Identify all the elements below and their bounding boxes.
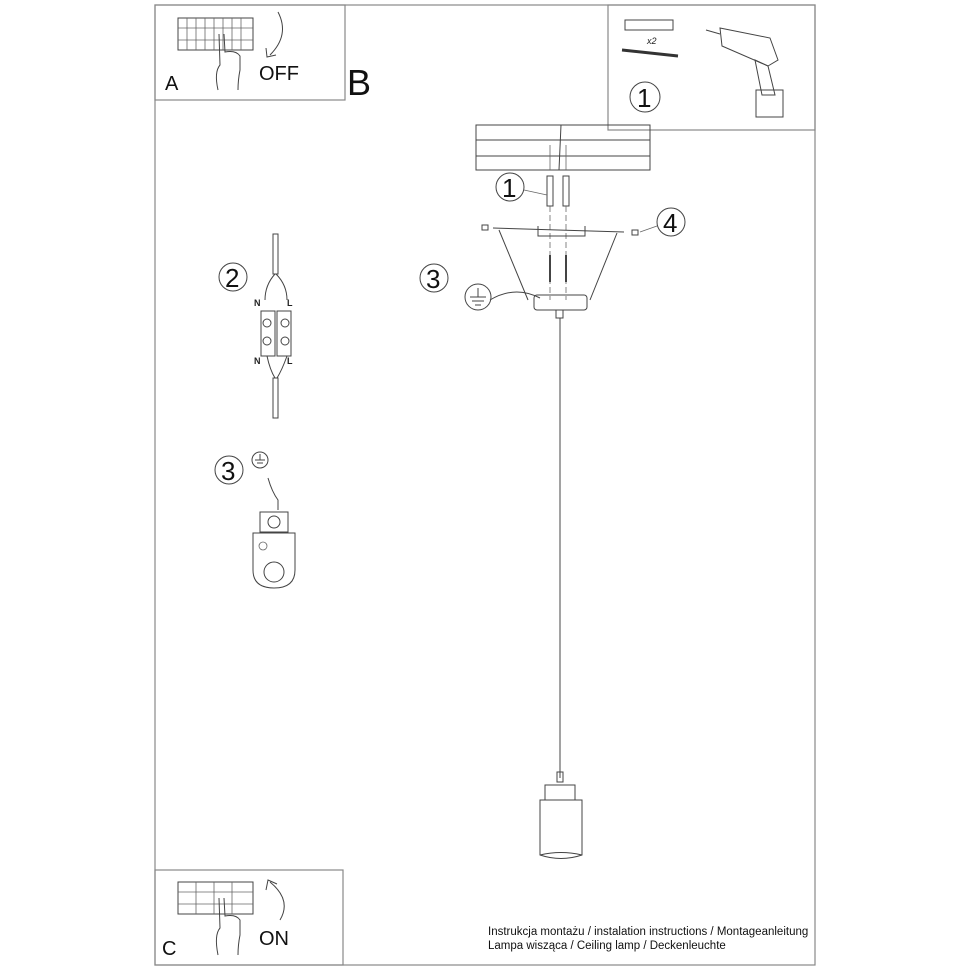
neutral-bottom-label: N — [254, 356, 261, 366]
neutral-top-label: N — [254, 298, 261, 308]
step-1-number: 1 — [502, 173, 516, 203]
breaker-box-icon — [177, 17, 254, 51]
ground-symbol-icon — [464, 283, 492, 311]
tools-step-number: 1 — [637, 83, 651, 113]
arrow-down-icon — [265, 11, 283, 58]
panel-c-action: ON — [259, 928, 289, 950]
wall-plug-icon — [624, 19, 674, 31]
footer-instructions: Instrukcja montażu / instalation instruc… — [488, 926, 808, 938]
step-3-detail-number: 3 — [221, 456, 235, 486]
page-frame — [154, 4, 816, 966]
ground-terminal-diagram: 3 — [214, 451, 296, 589]
live-bottom-label: L — [287, 356, 293, 366]
panel-c-letter: C — [162, 938, 176, 960]
step-1-callout: 1 — [495, 172, 548, 203]
ceiling-mount-diagram — [475, 124, 651, 778]
step-circle — [629, 81, 661, 113]
step-3-callout: 3 — [419, 263, 492, 311]
panel-c: C ON — [154, 869, 344, 966]
panel-b-letter: B — [347, 62, 371, 103]
drill-icon — [705, 27, 784, 118]
step-3-number: 3 — [426, 264, 440, 294]
panel-a-letter: A — [165, 73, 179, 95]
lamp-shade — [539, 771, 583, 859]
screw-icon — [621, 48, 679, 58]
wiring-diagram: 2 N L N L — [218, 233, 293, 419]
footer-product: Lampa wisząca / Ceiling lamp / Deckenleu… — [488, 940, 726, 952]
hand-icon — [215, 33, 241, 91]
step-4-number: 4 — [663, 208, 677, 238]
arrow-up-icon — [265, 879, 285, 921]
tools-panel: x2 1 — [607, 4, 816, 131]
quantity-label: x2 — [646, 36, 657, 46]
panel-a-action: OFF — [259, 63, 299, 85]
hand-icon — [215, 897, 241, 956]
live-top-label: L — [287, 298, 293, 308]
step-4-callout: 4 — [639, 207, 686, 238]
step-2-number: 2 — [225, 263, 239, 293]
panel-a: A OFF — [154, 4, 346, 101]
breaker-box-icon — [177, 881, 254, 915]
